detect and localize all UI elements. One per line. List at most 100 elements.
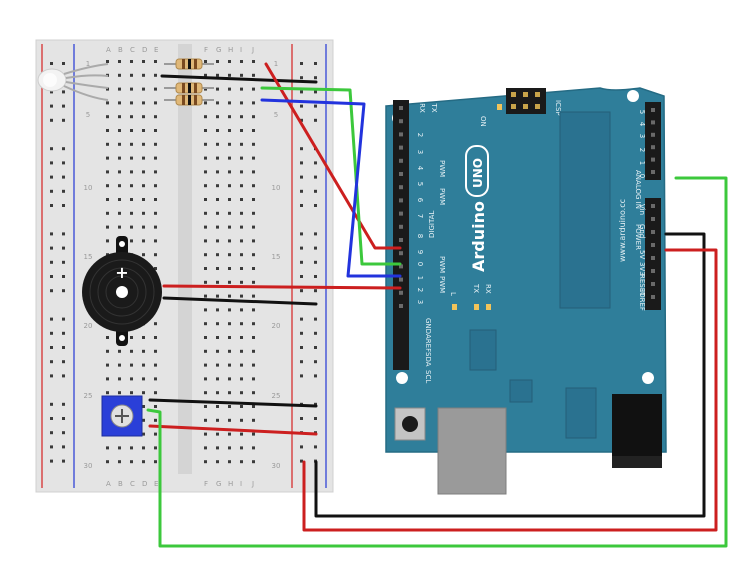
breadboard-hole	[204, 142, 207, 146]
row-number-15-right: 15	[272, 253, 281, 261]
breadboard-hole	[228, 60, 231, 63]
header-pin	[399, 290, 403, 295]
breadboard-hole	[130, 101, 133, 105]
breadboard-hole	[142, 60, 145, 63]
breadboard-hole	[142, 225, 145, 229]
breadboard-hole	[204, 294, 207, 298]
breadboard-hole	[142, 101, 145, 105]
breadboard-hole	[252, 156, 255, 160]
breadboard-hole	[216, 349, 219, 353]
breadboard-hole	[216, 460, 219, 464]
resistor-3	[164, 94, 214, 106]
breadboard-hole	[204, 253, 207, 257]
digital-header	[393, 100, 409, 322]
breadboard-hole	[130, 87, 133, 91]
reset-label: RESET	[638, 274, 646, 297]
pwm-label-2: PWM	[438, 188, 446, 205]
pwm-label-1: PWM	[438, 160, 446, 177]
breadboard-hole	[130, 239, 133, 243]
breadboard-hole	[204, 336, 207, 339]
rail-hole	[62, 275, 65, 278]
breadboard-hole	[118, 101, 121, 105]
breadboard-hole	[142, 170, 145, 174]
breadboard-hole	[130, 446, 133, 450]
rail-hole	[50, 246, 53, 250]
breadboard-hole	[106, 391, 109, 395]
breadboard-hole	[240, 446, 243, 450]
breadboard-hole	[252, 267, 255, 270]
led-l-label: L	[449, 292, 457, 296]
rail-hole	[50, 289, 53, 293]
breadboard-hole	[240, 198, 243, 201]
breadboard-hole	[204, 308, 207, 312]
rail-hole	[314, 175, 317, 179]
breadboard-hole	[204, 460, 207, 464]
rail-hole	[50, 331, 53, 335]
scl-label: SCL	[424, 370, 432, 383]
breadboard-hole	[118, 60, 121, 63]
breadboard-hole	[130, 73, 133, 77]
pin-label-3: 3	[416, 150, 424, 154]
breadboard-hole	[154, 267, 157, 270]
analog-pin-4: 4	[638, 122, 646, 127]
rail-hole	[314, 189, 317, 193]
breadboard-hole	[252, 129, 255, 132]
header-pin	[651, 282, 655, 286]
col-letter-d-top: D	[142, 46, 147, 54]
breadboard-hole	[106, 377, 109, 381]
breadboard-hole	[252, 446, 255, 450]
breadboard-hole	[154, 253, 157, 257]
breadboard-hole	[154, 446, 157, 450]
breadboard-hole	[252, 239, 255, 243]
breadboard-hole	[106, 87, 109, 91]
rail-hole	[62, 260, 65, 264]
breadboard-hole	[204, 418, 207, 422]
pin-label-5: 5	[416, 182, 424, 186]
rail-hole	[50, 374, 53, 378]
breadboard-hole	[142, 142, 145, 146]
piezo-buzzer: +	[82, 236, 162, 346]
wire-red-pot-to-5v	[148, 424, 318, 436]
breadboard-hole	[142, 377, 145, 381]
rail-hole	[50, 118, 53, 122]
rail-hole	[300, 246, 303, 250]
breadboard-hole	[204, 391, 207, 395]
breadboard-hole	[216, 60, 219, 63]
breadboard-hole	[204, 432, 207, 436]
reset-button-cap[interactable]	[402, 416, 418, 432]
col-letter-h-bottom: H	[228, 480, 233, 488]
breadboard-hole	[240, 87, 243, 91]
breadboard-hole	[106, 184, 109, 188]
rail-hole	[300, 161, 303, 165]
col-letter-a-bottom: A	[106, 480, 111, 488]
gnd-power-label: Gnd	[638, 224, 646, 238]
breadboard-hole	[252, 294, 255, 298]
breadboard-hole	[216, 156, 219, 160]
rail-hole	[50, 459, 53, 463]
breadboard-hole	[228, 170, 231, 174]
breadboard-hole	[118, 184, 121, 188]
rail-hole	[314, 317, 317, 321]
wire-blue-resistor-to-pin	[260, 98, 402, 278]
header-pin	[651, 217, 655, 221]
breadboard-hole	[130, 170, 133, 174]
breadboard-holes	[50, 60, 317, 464]
col-letter-c-bottom: C	[130, 480, 135, 488]
rail-hole	[62, 289, 65, 293]
rail-hole	[62, 360, 65, 364]
rail-hole	[50, 417, 53, 420]
rail-hole	[50, 360, 53, 364]
rail-hole	[314, 346, 317, 349]
breadboard-hole	[142, 336, 145, 339]
arduino-url: www.arduino.cc	[618, 199, 627, 262]
breadboard-hole	[240, 432, 243, 436]
uno-label: UNO	[471, 158, 485, 188]
center-channel	[178, 44, 192, 474]
breadboard-hole	[142, 211, 145, 215]
breadboard-hole	[228, 239, 231, 243]
resistors	[164, 58, 214, 106]
breadboard-hole	[154, 115, 157, 119]
led-rx	[486, 304, 491, 310]
breadboard-hole	[228, 129, 231, 132]
